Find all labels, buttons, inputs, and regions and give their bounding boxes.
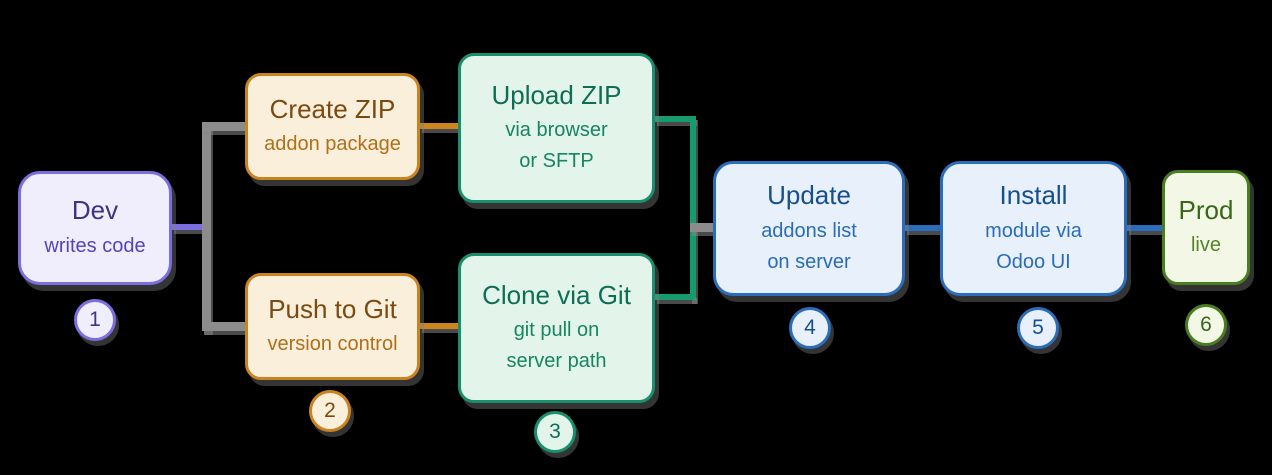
connector-merge-to-update xyxy=(690,223,713,232)
node-upload-zip-subtitle-1: via browser xyxy=(505,119,608,142)
connector-merge-vertical xyxy=(690,116,696,300)
node-update-subtitle-2: on server xyxy=(767,250,851,273)
node-upload-zip-title: Upload ZIP xyxy=(491,79,622,110)
step-badge-4: 4 xyxy=(789,307,831,349)
node-clone-git-subtitle-2: server path xyxy=(506,350,607,373)
node-update-subtitle-1: addons list xyxy=(761,219,857,242)
step-badge-3: 3 xyxy=(534,411,576,453)
node-dev: Dev writes code xyxy=(18,171,172,285)
node-clone-git-title: Clone via Git xyxy=(482,279,631,310)
node-create-zip-subtitle: addon package xyxy=(264,133,401,156)
connector-split-to-push-git xyxy=(202,322,245,331)
connector-create-zip-to-upload-zip xyxy=(420,123,458,129)
node-clone-git: Clone via Git git pull on server path xyxy=(458,253,655,403)
node-dev-title: Dev xyxy=(71,195,119,226)
connector-install-to-prod xyxy=(1127,225,1162,231)
connector-push-git-to-clone-git xyxy=(420,323,458,329)
node-update: Update addons list on server xyxy=(713,161,905,296)
node-push-git-subtitle: version control xyxy=(267,333,398,356)
node-upload-zip: Upload ZIP via browser or SFTP xyxy=(458,53,655,203)
connector-split-to-create-zip xyxy=(202,122,245,131)
node-create-zip-title: Create ZIP xyxy=(269,93,396,124)
node-upload-zip-subtitle-2: or SFTP xyxy=(519,150,594,173)
node-install-title: Install xyxy=(999,180,1068,211)
connector-upload-zip-to-merge xyxy=(655,116,695,122)
node-install-subtitle-1: module via xyxy=(985,219,1082,242)
node-prod-subtitle: live xyxy=(1190,234,1221,257)
connector-clone-git-to-merge xyxy=(655,294,695,300)
node-push-git-title: Push to Git xyxy=(268,293,397,324)
connector-split-vertical xyxy=(202,122,211,331)
node-dev-subtitle: writes code xyxy=(44,234,146,257)
node-update-title: Update xyxy=(767,180,851,211)
step-badge-6: 6 xyxy=(1185,304,1227,346)
node-create-zip: Create ZIP addon package xyxy=(245,73,420,180)
node-install: Install module via Odoo UI xyxy=(940,161,1127,296)
step-badge-1: 1 xyxy=(74,299,116,341)
connector-dev-stub xyxy=(172,224,206,230)
node-push-git: Push to Git version control xyxy=(245,273,420,380)
step-badge-5: 5 xyxy=(1017,307,1059,349)
connector-update-to-install xyxy=(905,225,940,231)
step-badge-2: 2 xyxy=(309,390,351,432)
node-clone-git-subtitle-1: git pull on xyxy=(513,319,600,342)
node-install-subtitle-2: Odoo UI xyxy=(996,250,1071,273)
node-prod-title: Prod xyxy=(1178,194,1234,225)
node-prod: Prod live xyxy=(1162,170,1250,285)
